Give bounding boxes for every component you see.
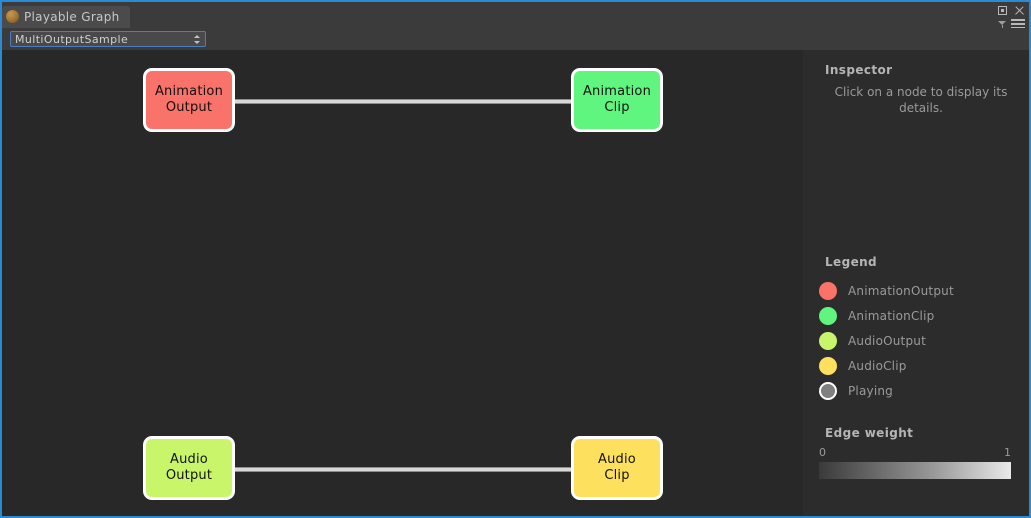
edge-weight-scale: 0 1 xyxy=(819,446,1011,459)
tab-label: Playable Graph xyxy=(24,10,120,24)
legend-color-dot-icon xyxy=(819,306,837,325)
legend-color-dot-icon xyxy=(819,331,837,350)
legend-item: AudioClip xyxy=(819,353,1019,378)
legend-color-dot-icon xyxy=(819,356,837,375)
edge-weight-max: 1 xyxy=(1004,446,1011,459)
edge-weight-min: 0 xyxy=(819,446,826,459)
graph-edge[interactable] xyxy=(235,467,571,472)
legend-item-label: AudioOutput xyxy=(848,333,926,348)
legend-title: Legend xyxy=(825,255,878,269)
legend-color-dot-icon xyxy=(819,281,837,300)
side-panel: Inspector Click on a node to display its… xyxy=(803,50,1029,516)
filter-icon[interactable] xyxy=(998,20,1007,29)
graph-select-dropdown[interactable]: MultiOutputSample xyxy=(10,31,206,47)
legend-item: AnimationOutput xyxy=(819,278,1019,303)
legend-item-label: AnimationClip xyxy=(848,308,935,323)
window-controls xyxy=(998,5,1025,16)
graph-toolbar: MultiOutputSample xyxy=(2,28,1029,50)
legend-item: Playing xyxy=(819,378,1019,403)
legend-color-dot-icon xyxy=(819,381,837,400)
window-titlebar: Playable Graph xyxy=(2,2,1029,29)
edge-weight-title: Edge weight xyxy=(825,426,914,440)
edge-weight-gradient-bar xyxy=(819,462,1011,479)
tab-playable-graph[interactable]: Playable Graph xyxy=(2,6,130,28)
unity-sphere-icon xyxy=(6,10,19,23)
graph-select-value: MultiOutputSample xyxy=(15,32,129,46)
legend-item: AudioOutput xyxy=(819,328,1019,353)
inspector-title: Inspector xyxy=(825,63,893,77)
updown-chevrons-icon xyxy=(194,34,201,45)
legend-item-label: AnimationOutput xyxy=(848,283,954,298)
maximize-icon[interactable] xyxy=(998,6,1007,15)
graph-edge[interactable] xyxy=(235,99,571,104)
legend-item-label: AudioClip xyxy=(848,358,907,373)
legend-item: AnimationClip xyxy=(819,303,1019,328)
close-icon[interactable] xyxy=(1014,5,1025,16)
legend-item-label: Playing xyxy=(848,383,893,398)
inspector-hint: Click on a node to display its details. xyxy=(834,85,1008,115)
